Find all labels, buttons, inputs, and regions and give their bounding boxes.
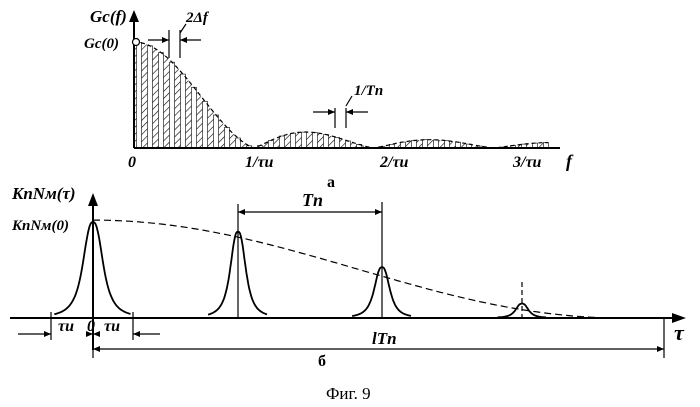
- figure-caption: Фиг. 9: [326, 384, 371, 403]
- correlation-y0-label: KnNм(0): [11, 218, 69, 234]
- correlation-y-label: KnNм(τ): [11, 184, 76, 203]
- spectrum-spacing-label: 2Δf: [185, 10, 210, 26]
- spectrum-sublabel: a: [327, 174, 335, 191]
- spectrum-bar: [302, 132, 307, 148]
- spectrum-bar: [269, 140, 274, 148]
- spectrum-bar: [434, 140, 439, 148]
- spectrum-bar: [280, 136, 285, 148]
- correlation-envelope: [93, 220, 661, 318]
- spectrum-y-label: Gc(f): [90, 7, 127, 26]
- correlation-origin-label: 0: [87, 318, 95, 335]
- period-leader: [346, 96, 352, 106]
- spectrum-y0-label: Gc(0): [84, 36, 119, 52]
- spectrum-bar: [423, 140, 428, 148]
- correlation-plot: KnNм(τ) KnNм(0) Tn τu 0 τu lTn τ б: [10, 184, 686, 370]
- spectrum-bar: [324, 135, 329, 148]
- spectrum-period-label: 1/Tn: [354, 83, 383, 99]
- spectrum-x-label: f: [566, 151, 574, 171]
- correlation-period-label: Tn: [302, 190, 323, 210]
- spectrum-bar: [192, 87, 197, 148]
- spectrum-tick-label-3: 3/τu: [512, 154, 542, 171]
- correlation-peaks: [54, 222, 546, 317]
- spectrum-tick-label-2: 2/τu: [379, 154, 409, 171]
- spectrum-bar: [203, 101, 208, 148]
- gc0-marker: [133, 39, 140, 46]
- spectrum-tick-label-1: 1/τu: [245, 154, 274, 171]
- spectrum-plot: Gc(f) Gc(0) 2Δf 1/Tn 0 1/τu 2/τu 3/τu f …: [84, 7, 574, 191]
- spectrum-bar: [346, 141, 351, 148]
- correlation-x-label: τ: [674, 320, 685, 345]
- spectrum-bar: [181, 74, 186, 148]
- spectrum-bar: [170, 62, 175, 148]
- spectrum-bar: [291, 133, 296, 148]
- spectrum-origin-label: 0: [128, 154, 136, 171]
- correlation-left-tau: τu: [58, 318, 74, 335]
- spectrum-bar: [137, 42, 142, 148]
- spectrum-bar: [313, 133, 318, 148]
- spectrum-bar: [445, 141, 450, 148]
- spectrum-bar: [214, 115, 219, 148]
- spectrum-bar: [159, 53, 164, 148]
- correlation-right-tau: τu: [104, 318, 120, 335]
- spectrum-bar: [335, 138, 340, 149]
- spectrum-bar: [225, 127, 230, 148]
- correlation-span-label: lTn: [372, 329, 397, 348]
- spectrum-bar: [412, 141, 417, 149]
- correlation-sublabel: б: [318, 353, 326, 370]
- spectrum-bar: [148, 46, 153, 148]
